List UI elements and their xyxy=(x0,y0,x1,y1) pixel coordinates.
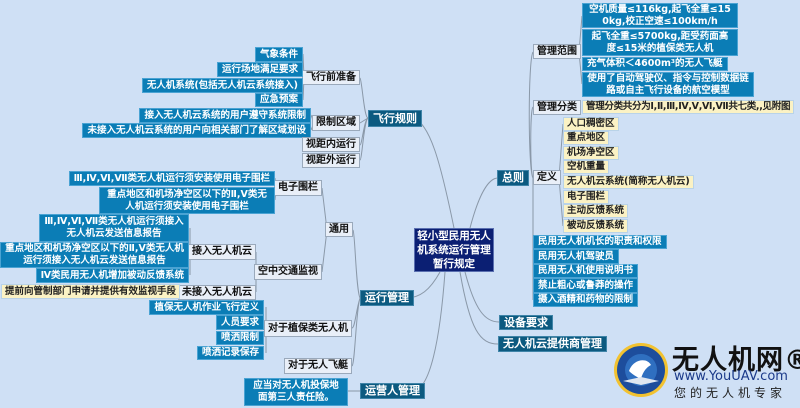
leaf-plant-2[interactable]: 人员要求 xyxy=(215,315,264,330)
node-scope[interactable]: 管理范围 xyxy=(533,44,581,59)
node-equipment[interactable]: 设备要求 xyxy=(499,315,553,330)
leaf-geofence-1[interactable]: Ⅲ,Ⅳ,Ⅵ,Ⅶ类无人机运行须安装使用电子围栏 xyxy=(68,171,275,186)
note-no-cloud: 提前向管制部门申请并提供有效监视手段 xyxy=(1,284,181,299)
node-definitions[interactable]: 定义 xyxy=(533,170,561,185)
node-vlos[interactable]: 视距内运行 xyxy=(302,137,360,152)
leaf-scope-1[interactable]: 空机质量≤116kg,起飞全重≤150kg,校正空速≤100km/h xyxy=(582,3,738,28)
leaf-scope-2[interactable]: 起飞全重≤5700kg,距受药面高度≤15米的植保类无人机 xyxy=(582,29,738,56)
leaf-emergency[interactable]: 应急预案 xyxy=(254,93,303,107)
leaf-cloud-3[interactable]: Ⅳ类民用无人机增加被动反馈系统 xyxy=(35,268,189,283)
node-preflight[interactable]: 飞行前准备 xyxy=(302,70,360,85)
leaf-cloud-1[interactable]: Ⅲ,Ⅳ,Ⅵ,Ⅶ类无人机运行须接入无人机云发送信息报告 xyxy=(39,214,189,242)
node-bvlos[interactable]: 视距外运行 xyxy=(302,153,360,168)
logo-slogan: 您的无人机专家 xyxy=(674,386,787,400)
definition-item: 空机重量 xyxy=(563,160,610,174)
definition-item: 重点地区 xyxy=(563,131,610,145)
definition-item: 机场净空区 xyxy=(563,146,619,160)
leaf-general-item[interactable]: 民用无人机使用说明书 xyxy=(533,264,639,278)
leaf-restricted-1[interactable]: 接入无人机云系统的用户遵守系统限制 xyxy=(139,108,311,123)
leaf-general-item[interactable]: 摄入酒精和药物的限制 xyxy=(533,293,639,307)
leaf-plant-1[interactable]: 植保无人机作业飞行定义 xyxy=(149,300,264,315)
node-atc[interactable]: 空中交通监视 xyxy=(254,264,322,280)
leaf-cloud-2[interactable]: 重点地区和机场净空区以下的Ⅱ,Ⅴ类无人机运行须接入无人机云发送信息报告 xyxy=(0,242,189,268)
leaf-weather[interactable]: 气象条件 xyxy=(254,47,303,62)
logo-title: 无人机网® xyxy=(672,345,800,376)
definition-item: 主动反馈系统 xyxy=(563,204,629,218)
node-general-rules[interactable]: 总则 xyxy=(497,170,529,186)
definition-item: 无人机云系统(简称无人机云) xyxy=(563,175,694,189)
node-operator[interactable]: 运营人管理 xyxy=(360,383,425,399)
leaf-geofence-2[interactable]: 重点地区和机场净空区以下的Ⅱ,Ⅴ类无人机运行须安装使用电子围栏 xyxy=(99,187,275,214)
node-restricted[interactable]: 限制区域 xyxy=(312,115,360,131)
node-cloud-provider[interactable]: 无人机云提供商管理 xyxy=(498,336,607,352)
node-airship[interactable]: 对于无人飞艇 xyxy=(284,358,352,374)
node-cloud[interactable]: 接入无人机云 xyxy=(188,244,256,260)
definition-item: 电子围栏 xyxy=(563,190,610,204)
leaf-plant-3[interactable]: 喷洒限制 xyxy=(215,331,264,345)
node-operations[interactable]: 运行管理 xyxy=(360,290,414,306)
definition-item: 人口稠密区 xyxy=(563,117,619,131)
leaf-restricted-2[interactable]: 未接入无人机云系统的用户向相关部门了解区域划设 xyxy=(82,123,311,138)
youuav-logo-badge-icon xyxy=(614,343,668,397)
logo-url[interactable]: www.YouUAV.com xyxy=(674,369,788,384)
definition-item: 被动反馈系统 xyxy=(563,219,629,233)
node-classification[interactable]: 管理分类 xyxy=(533,100,581,115)
leaf-general-item[interactable]: 民用无人机机长的职责和权限 xyxy=(533,235,667,249)
leaf-general-item[interactable]: 禁止粗心或鲁莽的操作 xyxy=(533,278,639,293)
leaf-site[interactable]: 运行场地满足要求 xyxy=(216,62,303,77)
leaf-operator-insurance[interactable]: 应当对无人机投保地面第三人责任险。 xyxy=(244,378,348,406)
note-classification: 管理分类共分为Ⅰ,Ⅱ,Ⅲ,Ⅳ,Ⅴ,Ⅵ,Ⅶ共七类,,见附图 xyxy=(582,100,795,114)
leaf-scope-4[interactable]: 使用了自动驾驶仪、指令与控制数据链路或自主飞行设备的航空模型 xyxy=(582,72,754,97)
center-node[interactable]: 轻小型民用无人机系统运行管理暂行规定 xyxy=(414,228,494,272)
node-geofence[interactable]: 电子围栏 xyxy=(274,180,322,196)
leaf-scope-3[interactable]: 充气体积＜4600m³的无人飞艇 xyxy=(582,57,728,71)
node-general[interactable]: 通用 xyxy=(325,222,353,237)
leaf-general-item[interactable]: 民用无人机驾驶员 xyxy=(533,249,620,264)
leaf-system[interactable]: 无人机系统(包括无人机云系统接入) xyxy=(141,78,303,93)
node-plant-protection[interactable]: 对于植保类无人机 xyxy=(264,320,352,337)
node-no-cloud[interactable]: 未接入无人机云 xyxy=(178,285,256,300)
leaf-plant-4[interactable]: 喷洒记录保存 xyxy=(196,346,264,360)
node-flight-rules[interactable]: 飞行规则 xyxy=(368,110,422,127)
